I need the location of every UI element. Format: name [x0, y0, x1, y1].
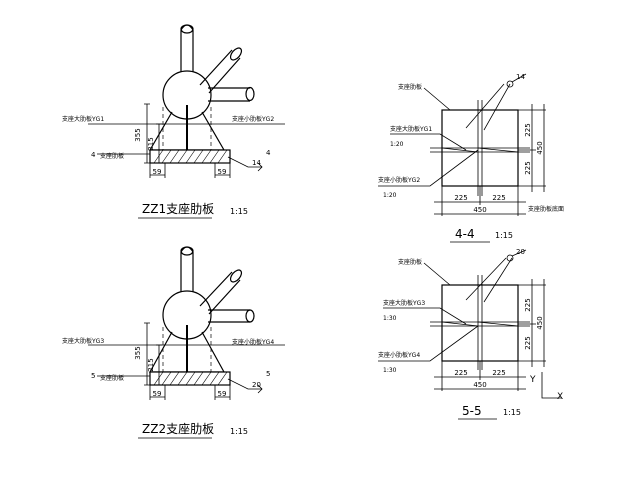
dim-h-total: 450	[536, 141, 544, 154]
weld-size: 14	[252, 159, 261, 167]
top-label: 支座肋板	[398, 258, 422, 266]
axis-y-label: Y	[529, 375, 536, 385]
section-mark-right: 5	[266, 370, 270, 378]
diagonal-pipe	[199, 47, 243, 94]
label-a: 支座大肋板YG1	[390, 125, 432, 133]
dim-w-half-1: 225	[454, 369, 467, 377]
dim-w-half-1: 225	[454, 194, 467, 202]
dim-w-half-2: 225	[492, 369, 505, 377]
rib-left-label: 支座大肋板YG1	[62, 115, 104, 123]
ratio-a: 1:30	[383, 315, 397, 322]
dim-w-total: 450	[473, 381, 486, 389]
ratio-a: 1:20	[390, 141, 404, 148]
dim-h-half-2: 225	[524, 336, 532, 349]
dim-w-half-2: 225	[492, 194, 505, 202]
label-a: 支座大肋板YG3	[383, 299, 425, 307]
dim-edge-right: 59	[218, 390, 227, 398]
dim-edge-right: 59	[218, 168, 227, 176]
dim-edge-left: 59	[153, 390, 162, 398]
bottom-note: 支座肋板底面	[528, 205, 564, 213]
base-label: 支座肋板	[100, 374, 124, 382]
dim-h-total: 450	[536, 316, 544, 329]
detail-zz1: 355 215 59 59 支座大肋板YG1 4 支座肋板 支座小肋板YG2 4…	[62, 24, 285, 219]
horizontal-pipe	[208, 309, 255, 323]
ratio-b: 1:20	[383, 192, 397, 199]
horizontal-pipe	[208, 86, 255, 102]
ratio-b: 1:30	[383, 367, 397, 374]
rib-right-label: 支座小肋板YG4	[232, 338, 274, 346]
vertical-pipe	[180, 246, 194, 292]
detail-title: ZZ2支座肋板	[142, 421, 214, 436]
weld-size: 20	[516, 248, 525, 256]
dim-total: 355	[134, 346, 142, 359]
dim-h-half-2: 225	[524, 161, 532, 174]
detail-scale: 1:15	[230, 207, 248, 216]
detail-title: ZZ1支座肋板	[142, 201, 214, 216]
label-b: 支座小肋板YG4	[378, 351, 420, 359]
rib-right-label: 支座小肋板YG2	[232, 115, 274, 123]
section-title: 5-5	[462, 404, 482, 418]
section-4-4: 14 支座肋板 支座大肋板YG1 1:20 支座小肋板YG2 1:20 225 …	[378, 73, 564, 243]
section-title: 4-4	[455, 227, 475, 241]
dim-total: 355	[134, 128, 142, 141]
dim-height: 215	[147, 358, 155, 371]
weld-size: 14	[516, 73, 525, 81]
section-scale: 1:15	[503, 408, 521, 417]
dim-h-half-1: 225	[524, 298, 532, 311]
section-mark-left: 5	[91, 372, 95, 380]
weld-size: 20	[252, 381, 261, 389]
dim-height: 215	[147, 137, 155, 150]
axis-indicator: Y X	[529, 372, 563, 402]
axis-x-label: X	[557, 392, 563, 402]
detail-zz2: 355 215 59 59 支座大肋板YG3 5 支座肋板 支座小肋板YG4 5…	[62, 246, 285, 439]
top-label: 支座肋板	[398, 83, 422, 91]
rib-left-label: 支座大肋板YG3	[62, 337, 104, 345]
dim-h-half-1: 225	[524, 123, 532, 136]
section-mark-right: 4	[266, 149, 271, 157]
section-5-5: 20 支座肋板 支座大肋板YG3 1:30 支座小肋板YG4 1:30 225 …	[378, 248, 563, 420]
diagonal-pipe	[199, 269, 243, 315]
base-plate	[149, 371, 231, 386]
base-label: 支座肋板	[100, 152, 124, 160]
section-mark-left: 4	[91, 151, 96, 159]
dim-edge-left: 59	[153, 168, 162, 176]
base-plate	[149, 149, 231, 164]
detail-scale: 1:15	[230, 427, 248, 436]
vertical-pipe	[180, 24, 194, 72]
dim-w-total: 450	[473, 206, 486, 214]
section-scale: 1:15	[495, 231, 513, 240]
label-b: 支座小肋板YG2	[378, 176, 420, 184]
